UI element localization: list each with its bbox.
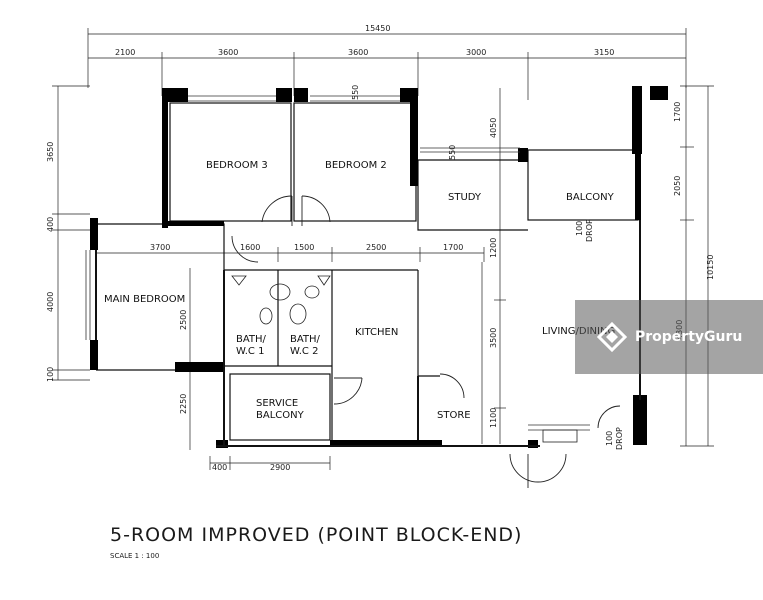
dim-4000: 4000: [46, 292, 55, 312]
plan-title: 5-ROOM IMPROVED (POINT BLOCK-END): [110, 524, 523, 546]
dim-3500: 3500: [489, 328, 498, 348]
label-bedroom-3: BEDROOM 3: [206, 160, 268, 171]
watermark: PropertyGuru: [575, 300, 763, 374]
plan-scale: SCALE 1 : 100: [110, 552, 160, 560]
dim-2900: 2900: [270, 463, 290, 472]
label-bath-1-b: W.C 1: [236, 346, 264, 357]
drop-1-label: DROP: [585, 219, 594, 242]
drop-2-value: 100: [605, 431, 614, 446]
dim-550-b: 550: [448, 145, 457, 160]
dim-total: 15450: [365, 24, 390, 33]
drop-1-value: 100: [575, 221, 584, 236]
dim-100: 100: [46, 367, 55, 382]
dim-1500: 1500: [294, 243, 314, 252]
label-study: STUDY: [448, 192, 482, 203]
dim-3600-b: 3600: [348, 48, 368, 57]
windows: [85, 95, 590, 431]
bath-fixtures: [231, 275, 578, 443]
dim-3700: 3700: [150, 243, 170, 252]
structural-walls: [90, 86, 668, 448]
watermark-text: PropertyGuru: [635, 329, 743, 345]
dim-3150: 3150: [594, 48, 614, 57]
dim-4050: 4050: [489, 118, 498, 138]
dim-3650: 3650: [46, 142, 55, 162]
label-bath-2-a: BATH/: [290, 334, 321, 345]
dim-1700-right: 1700: [673, 102, 682, 122]
drop-2-label: DROP: [615, 427, 624, 450]
doors: [231, 195, 621, 488]
dim-1200: 1200: [489, 238, 498, 258]
dimension-lines: [52, 28, 714, 470]
label-bath-1-a: BATH/: [236, 334, 267, 345]
dim-1100: 1100: [489, 408, 498, 428]
dim-1600: 1600: [240, 243, 260, 252]
dim-2250: 2250: [179, 394, 188, 414]
dim-400-bottom: 400: [212, 463, 227, 472]
dim-2500-left: 2500: [179, 310, 188, 330]
label-bath-2-b: W.C 2: [290, 346, 318, 357]
dim-10150: 10150: [706, 255, 715, 280]
label-main-bedroom: MAIN BEDROOM: [104, 294, 185, 305]
walls: [96, 102, 639, 441]
dimension-values: 15450 2100 3600 3600 3000 3150 550 550 4…: [46, 24, 715, 472]
label-kitchen: KITCHEN: [355, 327, 398, 338]
propertyguru-logo-icon: [597, 322, 627, 352]
dim-1700: 1700: [443, 243, 463, 252]
dim-3600-a: 3600: [218, 48, 238, 57]
label-store: STORE: [437, 410, 471, 421]
label-service-a: SERVICE: [256, 398, 298, 409]
dim-550-a: 550: [351, 85, 360, 100]
label-balcony: BALCONY: [566, 192, 615, 203]
label-service-b: BALCONY: [256, 410, 305, 421]
label-bedroom-2: BEDROOM 2: [325, 160, 387, 171]
dim-3000: 3000: [466, 48, 486, 57]
dim-2500: 2500: [366, 243, 386, 252]
dim-2100: 2100: [115, 48, 135, 57]
dim-2050: 2050: [673, 176, 682, 196]
dim-400: 400: [46, 217, 55, 232]
